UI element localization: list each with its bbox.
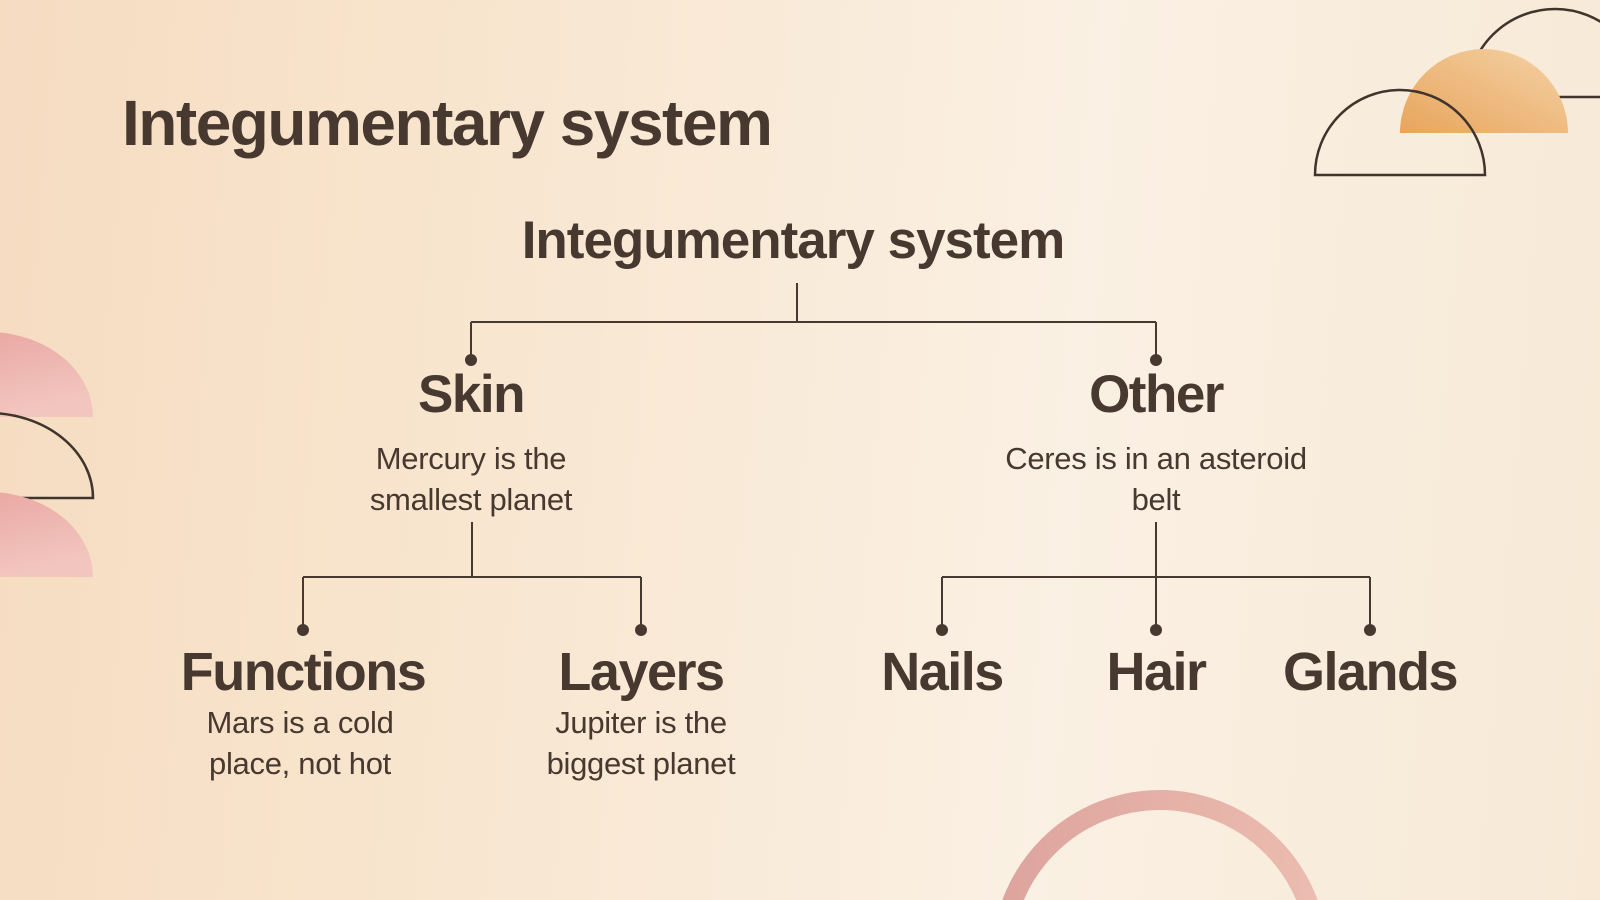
tree-node-other-subtitle: Ceres is in an asteroid belt: [1005, 441, 1307, 517]
tree-node-layers-label: Layers: [558, 642, 725, 702]
tree-node-layers-subtitle: Jupiter is the biggest planet: [546, 705, 736, 781]
tree-node-skin-subtitle: Mercury is the smallest planet: [369, 441, 573, 517]
pink-semicircle-icon: [0, 332, 93, 417]
pink-semicircle-icon: [0, 492, 93, 577]
tree-node-other-label: Other: [1089, 365, 1224, 424]
tree-node-nails-label: Nails: [881, 642, 1004, 702]
outline-semicircle-icon: [1313, 88, 1487, 177]
tree-root-label: Integumentary system: [521, 211, 1066, 270]
tree-node-functions-subtitle: Mars is a cold place, not hot: [206, 705, 394, 781]
pink-ring-icon: [1002, 790, 1318, 900]
tree-node-functions-label: Functions: [180, 642, 427, 702]
orange-semicircle-icon: [1400, 49, 1568, 133]
slide-title: Integumentary system: [122, 87, 773, 159]
outline-semicircle-icon: [0, 412, 95, 500]
tree-node-skin-label: Skin: [418, 365, 525, 424]
tree-node-glands-label: Glands: [1282, 642, 1459, 702]
tree-node-hair-label: Hair: [1106, 642, 1207, 702]
